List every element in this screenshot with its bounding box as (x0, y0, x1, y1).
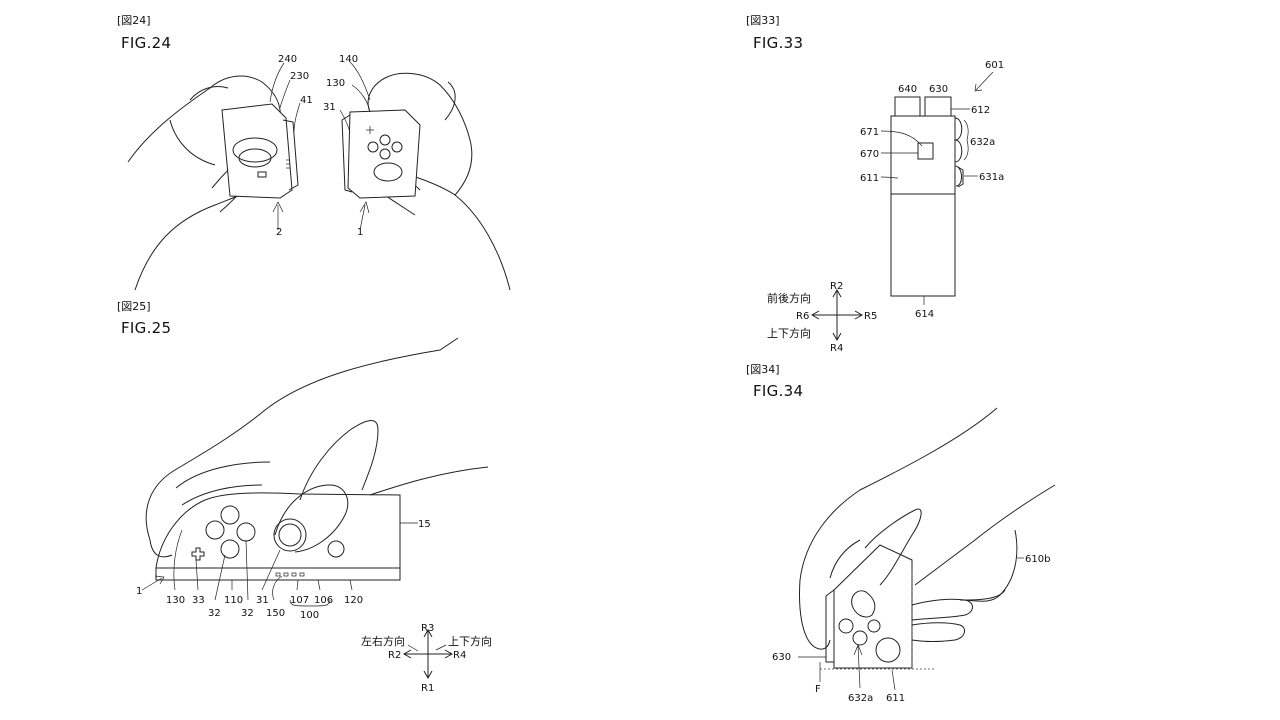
fig33-bracket: [図33] (746, 14, 780, 27)
fig25-label-32a: 32 (208, 608, 221, 619)
fig34-label-611: 611 (886, 693, 905, 704)
fig33-device (890, 96, 964, 297)
fig24-label-230: 230 (290, 71, 309, 82)
fig24-bracket: [図24] (117, 14, 151, 27)
fig25-bracket: [図25] (117, 300, 151, 313)
fig25-axis-cross (402, 628, 454, 680)
fig25-label-106: 106 (314, 595, 333, 606)
fig33-label-611: 611 (860, 173, 879, 184)
fig33-label-670: 670 (860, 149, 879, 160)
fig33-axis-cross (810, 288, 864, 342)
fig24-label-2: 2 (276, 227, 282, 238)
fig34-bracket: [図34] (746, 363, 780, 376)
fig24-title: FIG.24 (121, 34, 172, 52)
fig24-label-140: 140 (339, 54, 358, 65)
fig24-label-1: 1 (357, 227, 363, 238)
fig33-axis-r4: R4 (830, 343, 843, 354)
fig33-axis-up-down: 上下方向 (767, 326, 811, 340)
fig33-label-601: 601 (985, 60, 1004, 71)
fig24-right-controller (341, 109, 421, 199)
fig25-label-110: 110 (224, 595, 243, 606)
fig25-axis-r4: R4 (453, 650, 466, 661)
fig25-controller (155, 492, 401, 581)
fig25-axis-r2: R2 (388, 650, 401, 661)
fig33-label-614: 614 (915, 309, 934, 320)
fig34-hand (799, 407, 1056, 650)
fig34-title: FIG.34 (753, 382, 804, 400)
fig25-label-130: 130 (166, 595, 185, 606)
fig25-axis-r3: R3 (421, 623, 434, 634)
fig34-device (820, 544, 935, 670)
fig33-label-612: 612 (971, 105, 990, 116)
fig25-title: FIG.25 (121, 319, 172, 337)
fig24-label-41: 41 (300, 95, 313, 106)
fig25-axis-r1: R1 (421, 683, 434, 694)
fig34-label-632a: 632a (848, 693, 873, 704)
fig33-label-631a: 631a (979, 172, 1004, 183)
fig33-label-640: 640 (898, 84, 917, 95)
fig25-label-107: 107 (290, 595, 309, 606)
fig24-left-controller (221, 103, 299, 199)
fig25-axis-left-right: 左右方向 (361, 634, 405, 648)
fig25-axis-up-down: 上下方向 (448, 634, 492, 648)
fig33-axis-r5: R5 (864, 311, 877, 322)
fig25-label-15: 15 (418, 519, 431, 530)
fig24-label-130: 130 (326, 78, 345, 89)
fig33-label-632a: 632a (970, 137, 995, 148)
fig33-axis-front-back: 前後方向 (767, 291, 811, 305)
fig25-label-120: 120 (344, 595, 363, 606)
fig25-label-150: 150 (266, 608, 285, 619)
fig33-leaders (880, 71, 994, 305)
fig33-label-630: 630 (929, 84, 948, 95)
fig25-label-32b: 32 (241, 608, 254, 619)
fig34-label-610b: 610b (1025, 554, 1050, 565)
fig24-label-31: 31 (323, 102, 336, 113)
fig33-axis-r2: R2 (830, 281, 843, 292)
fig34-label-630: 630 (772, 652, 791, 663)
fig25-label-100: 100 (300, 610, 319, 621)
fig34-label-F: F (815, 684, 821, 695)
fig33-title: FIG.33 (753, 34, 804, 52)
fig24-label-240: 240 (278, 54, 297, 65)
fig25-leaders (141, 522, 418, 607)
fig25-label-1: 1 (136, 586, 142, 597)
fig33-axis-r6: R6 (796, 311, 809, 322)
fig24-leaders (269, 61, 371, 231)
fig25-hand (145, 337, 489, 558)
fig25-label-33: 33 (192, 595, 205, 606)
fig33-label-671: 671 (860, 127, 879, 138)
fig34-leaders (798, 557, 1024, 691)
fig25-label-31: 31 (256, 595, 269, 606)
